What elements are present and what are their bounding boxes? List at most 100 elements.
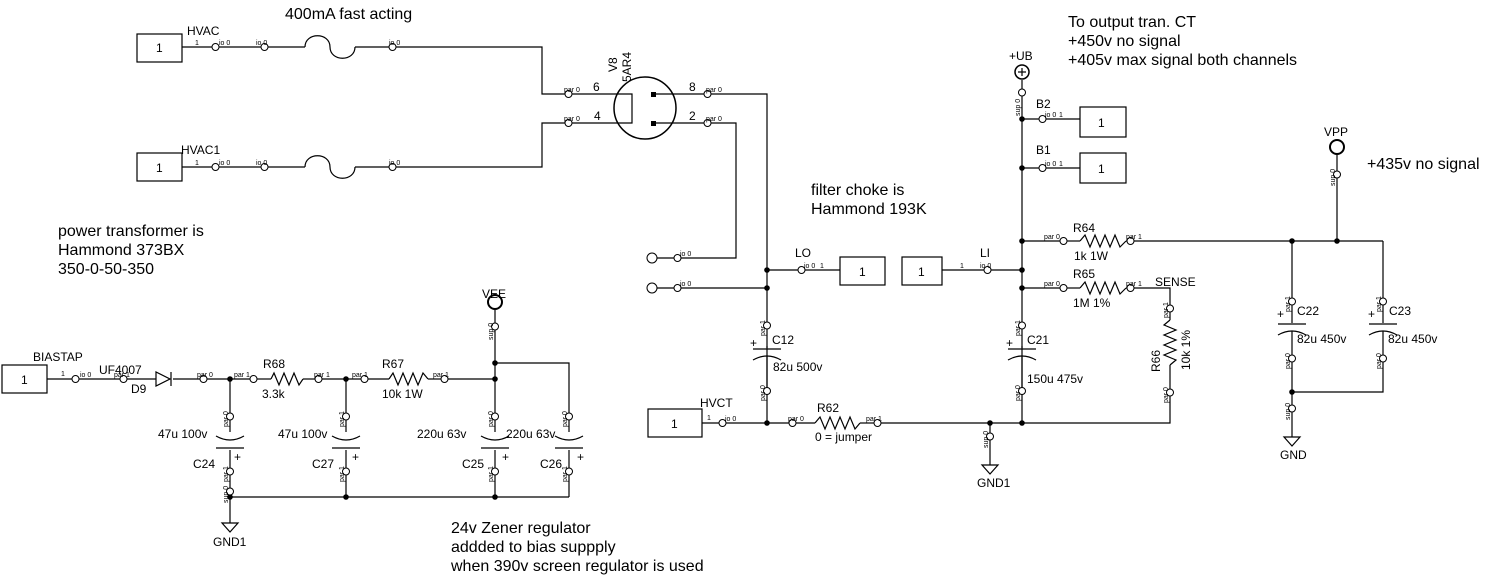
rail-vee: VEE	[482, 287, 506, 310]
svg-text:C27: C27	[312, 457, 334, 471]
svg-text:io 0: io 0	[1045, 161, 1056, 168]
ptrans-note-2: Hammond 373BX	[58, 242, 185, 259]
svg-text:par 1: par 1	[314, 372, 330, 379]
svg-text:io 0: io 0	[980, 263, 991, 270]
resistor-r65: R65 1M 1% SENSE	[1073, 267, 1196, 310]
hvct-label: HVCT	[700, 396, 733, 410]
capacitor-c12: C12 82u 500v +	[750, 329, 822, 387]
svg-text:io 0: io 0	[389, 160, 400, 167]
output-note-1: To output tran. CT	[1068, 14, 1196, 31]
connector-hvac1: 1 HVAC1 1	[136, 143, 220, 182]
connector-b2: 1 B2 1	[1036, 97, 1127, 138]
svg-text:10k 1%: 10k 1%	[1179, 330, 1193, 370]
svg-text:sup 0: sup 0	[1330, 169, 1337, 186]
capacitor-c26: 220u 63v C26 +	[506, 427, 584, 471]
svg-text:par 0: par 0	[788, 416, 804, 423]
svg-text:io 0: io 0	[389, 40, 400, 47]
svg-text:VEE: VEE	[482, 287, 506, 301]
choke-note-2: Hammond 193K	[811, 201, 927, 218]
svg-text:par 1: par 1	[114, 372, 130, 379]
svg-text:10k 1W: 10k 1W	[382, 387, 423, 401]
svg-text:1: 1	[918, 265, 925, 279]
svg-text:1: 1	[1059, 161, 1063, 168]
svg-text:par 1: par 1	[234, 372, 250, 379]
svg-text:1: 1	[960, 263, 964, 270]
svg-text:io 0: io 0	[1045, 112, 1056, 119]
svg-text:par 0: par 0	[562, 411, 569, 427]
pin-labels: io 0 io 0 io 0 io 0 io 0 io 0 par 0 par …	[80, 40, 1383, 503]
svg-text:1: 1	[859, 265, 866, 279]
svg-text:par 1: par 1	[433, 372, 449, 379]
svg-text:1: 1	[156, 161, 163, 175]
svg-text:+: +	[1006, 336, 1013, 350]
svg-text:io 0: io 0	[680, 251, 691, 258]
resistor-r68: R68 3.3k	[262, 357, 304, 401]
svg-text:3.3k: 3.3k	[262, 387, 286, 401]
zener-note-2: addded to bias suppply	[451, 539, 616, 556]
svg-text:par 1: par 1	[1163, 302, 1170, 318]
svg-text:1: 1	[1059, 112, 1063, 119]
svg-text:+: +	[352, 450, 359, 464]
svg-text:220u 63v: 220u 63v	[506, 427, 555, 441]
svg-text:par 0: par 0	[1285, 353, 1292, 369]
svg-text:par 1: par 1	[223, 466, 230, 482]
svg-text:+: +	[1368, 307, 1375, 321]
svg-text:par 0: par 0	[1015, 385, 1022, 401]
svg-text:par 0: par 0	[706, 116, 722, 123]
svg-text:io 0: io 0	[725, 416, 736, 423]
svg-text:D9: D9	[131, 382, 147, 396]
output-note-3: +405v max signal both channels	[1068, 52, 1297, 69]
hvac1-label: HVAC1	[181, 143, 220, 157]
zener-note-1: 24v Zener regulator	[451, 520, 591, 537]
svg-text:6: 6	[593, 80, 600, 94]
svg-text:io 0: io 0	[804, 263, 815, 270]
svg-text:82u 500v: 82u 500v	[773, 360, 822, 374]
svg-text:io 0: io 0	[80, 372, 91, 379]
rectifier-tube: V8 5AR4 6 4 8 2	[593, 52, 696, 140]
connector-hvct: 1 HVCT 1	[647, 396, 733, 438]
diode-d9: UF4007 D9	[99, 363, 172, 396]
li-label: LI	[980, 246, 990, 260]
svg-text:VPP: VPP	[1324, 125, 1348, 139]
connector-lo: 1 LO 1	[795, 246, 886, 286]
svg-text:C22: C22	[1297, 304, 1319, 318]
resistor-r62: R62 0 = jumper	[814, 401, 872, 444]
svg-text:GND1: GND1	[977, 476, 1011, 490]
svg-text:+UB: +UB	[1009, 49, 1033, 63]
lo-label: LO	[795, 246, 811, 260]
pin-circles	[71, 43, 1387, 496]
svg-text:par 0: par 0	[1163, 387, 1170, 403]
svg-text:C25: C25	[462, 457, 484, 471]
svg-text:sup 0: sup 0	[223, 486, 230, 503]
svg-text:+: +	[502, 450, 509, 464]
svg-text:220u 63v: 220u 63v	[417, 427, 466, 441]
svg-text:sup 0: sup 0	[1015, 99, 1022, 116]
output-note-2: +450v no signal	[1068, 33, 1181, 50]
rail-vpp: VPP	[1324, 125, 1348, 155]
svg-text:par 1: par 1	[339, 466, 346, 482]
svg-text:8: 8	[689, 80, 696, 94]
svg-text:par 1: par 1	[760, 320, 767, 336]
svg-text:C24: C24	[193, 457, 215, 471]
svg-text:io 0: io 0	[219, 40, 230, 47]
svg-text:R64: R64	[1073, 221, 1095, 235]
biastap-label: BIASTAP	[33, 350, 83, 364]
svg-text:R62: R62	[817, 401, 839, 415]
svg-text:par 0: par 0	[706, 87, 722, 94]
svg-text:150u 475v: 150u 475v	[1027, 372, 1083, 386]
svg-text:par 0: par 0	[197, 372, 213, 379]
ground-gnd1-left: GND1	[213, 522, 247, 549]
junctions	[227, 116, 1340, 500]
ground-gnd: GND	[1280, 436, 1307, 462]
svg-text:io 0: io 0	[256, 160, 267, 167]
b2-label: B2	[1036, 97, 1051, 111]
svg-text:1: 1	[1098, 116, 1105, 130]
svg-text:par 1: par 1	[1126, 234, 1142, 241]
svg-text:io 0: io 0	[219, 160, 230, 167]
svg-text:sup 0: sup 0	[1285, 403, 1292, 420]
rail-ub: +UB	[1009, 49, 1033, 80]
svg-text:+: +	[1277, 307, 1284, 321]
capacitor-c24: 47u 100v C24 +	[158, 427, 245, 471]
svg-text:sup 0: sup 0	[983, 431, 990, 448]
